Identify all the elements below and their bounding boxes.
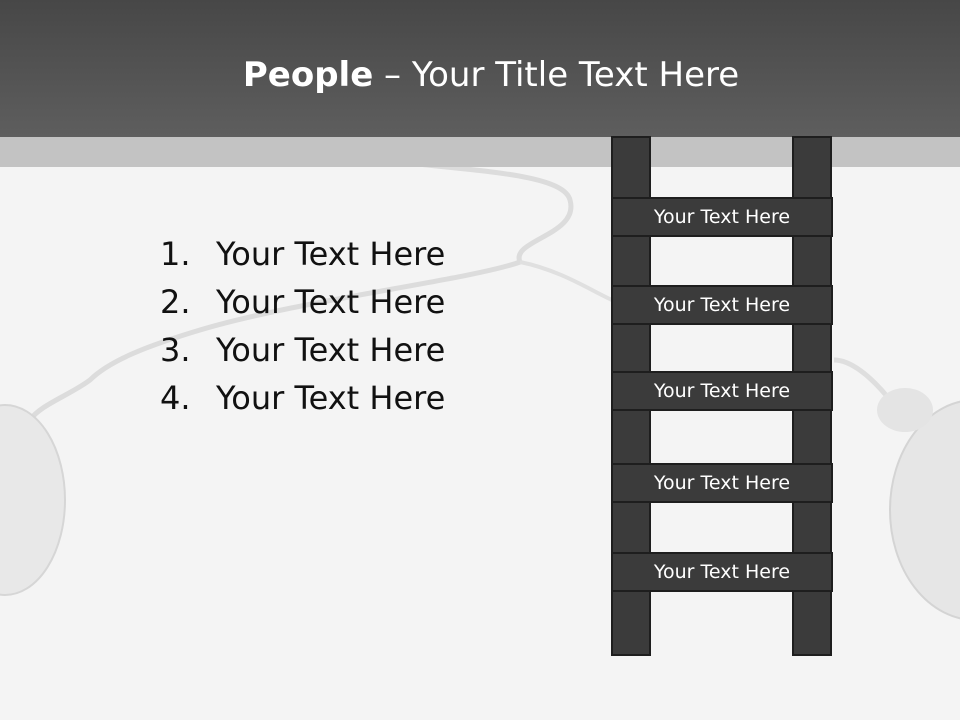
ladder-rung-3: Your Text Here [611,371,833,411]
list-item: 2. Your Text Here [160,278,445,326]
list-item-number: 3. [160,331,191,369]
mouse-right [889,400,960,620]
list-item-number: 4. [160,379,191,417]
mouse-left [0,404,66,596]
list-item-text: Your Text Here [216,379,446,417]
cable-left [27,134,574,422]
cable-right [833,357,892,402]
mouse-right-plug [877,388,933,432]
ladder-rung-1: Your Text Here [611,197,833,237]
ladder-rung-4: Your Text Here [611,463,833,503]
ladder-rung-2: Your Text Here [611,285,833,325]
numbered-list: 1. Your Text Here 2. Your Text Here 3. Your… [160,230,445,422]
list-item: 3. Your Text Here [160,326,445,374]
title-rest: – Your Title Text Here [373,55,740,95]
title-bar [0,0,960,137]
list-item: 4. Your Text Here [160,374,445,422]
slide-title: People – Your Title Text Here [0,53,960,97]
list-item-text: Your Text Here [216,331,446,369]
list-item: 1. Your Text Here [160,230,445,278]
cable-branch [519,260,613,302]
list-item-number: 1. [160,235,191,273]
list-item-text: Your Text Here [216,235,446,273]
list-item-number: 2. [160,283,191,321]
list-item-text: Your Text Here [216,283,446,321]
title-strong: People [242,55,374,95]
ladder-rung-5: Your Text Here [611,552,833,592]
